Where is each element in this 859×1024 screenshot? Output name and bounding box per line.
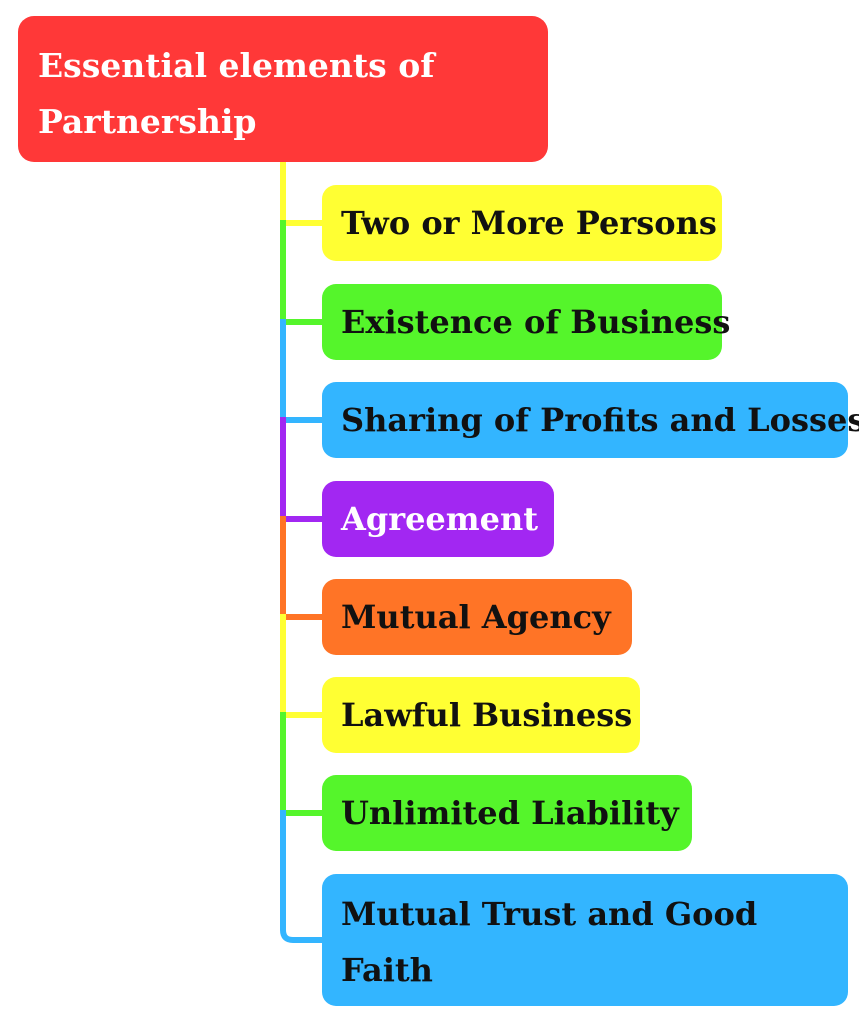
node-two-or-more-persons: Two or More Persons	[322, 185, 722, 261]
node-agreement: Agreement	[322, 481, 554, 557]
node-label: Mutual Agency	[341, 598, 611, 636]
node-label: Unlimited Liability	[341, 794, 679, 832]
node-mutual-agency: Mutual Agency	[322, 579, 632, 655]
trunk-segment	[280, 810, 325, 943]
root-node-label: Essential elements of Partnership	[38, 46, 435, 141]
root-node-essential-elements: Essential elements of Partnership	[18, 16, 548, 162]
node-mutual-trust-and-good-faith: Mutual Trust and Good Faith	[322, 874, 848, 1006]
node-unlimited-liability: Unlimited Liability	[322, 775, 692, 851]
node-label: Lawful Business	[341, 696, 633, 734]
node-label: Agreement	[341, 500, 539, 538]
node-lawful-business: Lawful Business	[322, 677, 640, 753]
node-label: Sharing of Profits and Losses	[341, 401, 859, 439]
node-label: Mutual Trust and Good Faith	[341, 895, 758, 989]
node-sharing-of-profits-and-losses: Sharing of Profits and Losses	[322, 382, 859, 458]
node-existence-of-business: Existence of Business	[322, 284, 730, 360]
node-label: Two or More Persons	[341, 204, 717, 242]
node-label: Existence of Business	[341, 303, 731, 341]
